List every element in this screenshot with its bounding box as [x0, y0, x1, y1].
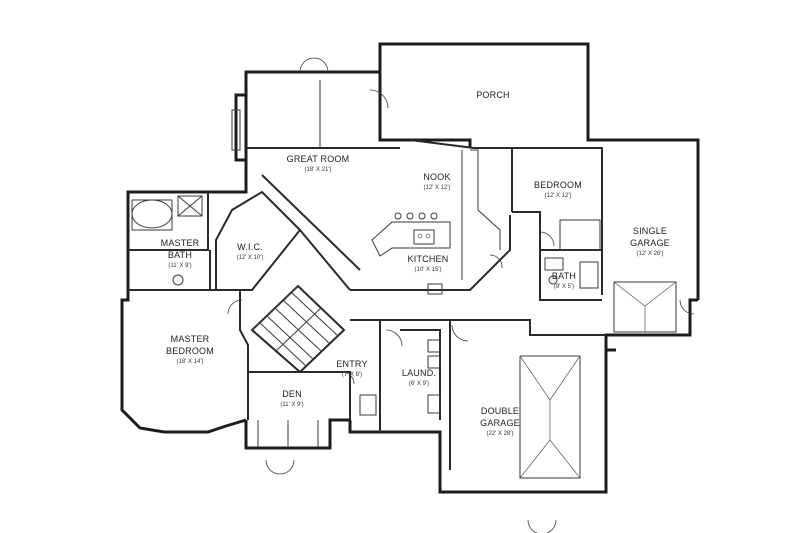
interior-walls — [128, 139, 606, 470]
laundry-label: LAUND. — [402, 368, 436, 378]
master-bedroom-label: MASTER — [171, 334, 210, 344]
den-dim: (11' X 9') — [280, 402, 303, 408]
double-garage-dim: (22' X 28') — [487, 431, 514, 437]
great-room-label: GREAT ROOM — [287, 154, 350, 164]
kitchen-label: KITCHEN — [408, 254, 449, 264]
den-label: DEN — [282, 389, 302, 399]
master-bath-label: MASTER — [161, 238, 200, 248]
exterior-walls — [120, 42, 700, 494]
master-bedroom-dim: (18' X 14') — [177, 359, 204, 365]
fixtures — [131, 57, 695, 533]
room-labels: PORCH GREAT ROOM (18' X 21') NOOK (12' X… — [161, 90, 670, 437]
double-garage-label: DOUBLE — [481, 406, 519, 416]
master-bedroom-label-2: BEDROOM — [166, 346, 214, 356]
bath-dim: (9' X 5') — [554, 284, 574, 290]
entry-dim: (7' X 8') — [342, 372, 362, 378]
bedroom-label: BEDROOM — [534, 180, 582, 190]
wic-label: W.I.C. — [237, 242, 263, 252]
wic-dim: (12' X 10') — [237, 255, 264, 261]
bath-label: BATH — [552, 271, 576, 281]
laundry-dim: (6' X 9') — [409, 381, 429, 387]
porch-label: PORCH — [476, 90, 510, 100]
nook-dim: (12' X 12') — [424, 185, 451, 191]
nook-label: NOOK — [423, 172, 450, 182]
double-garage-label-2: GARAGE — [480, 418, 520, 428]
entry-label: ENTRY — [336, 359, 367, 369]
great-room-dim: (18' X 21') — [305, 167, 332, 173]
single-garage-dim: (12' X 26') — [637, 251, 664, 257]
master-bath-label-2: BATH — [168, 250, 192, 260]
kitchen-dim: (10' X 15') — [415, 267, 442, 273]
single-garage-label: SINGLE — [633, 226, 667, 236]
master-bath-dim: (11' X 9') — [168, 263, 191, 269]
single-garage-label-2: GARAGE — [630, 238, 670, 248]
bedroom-dim: (12' X 12') — [545, 193, 572, 199]
